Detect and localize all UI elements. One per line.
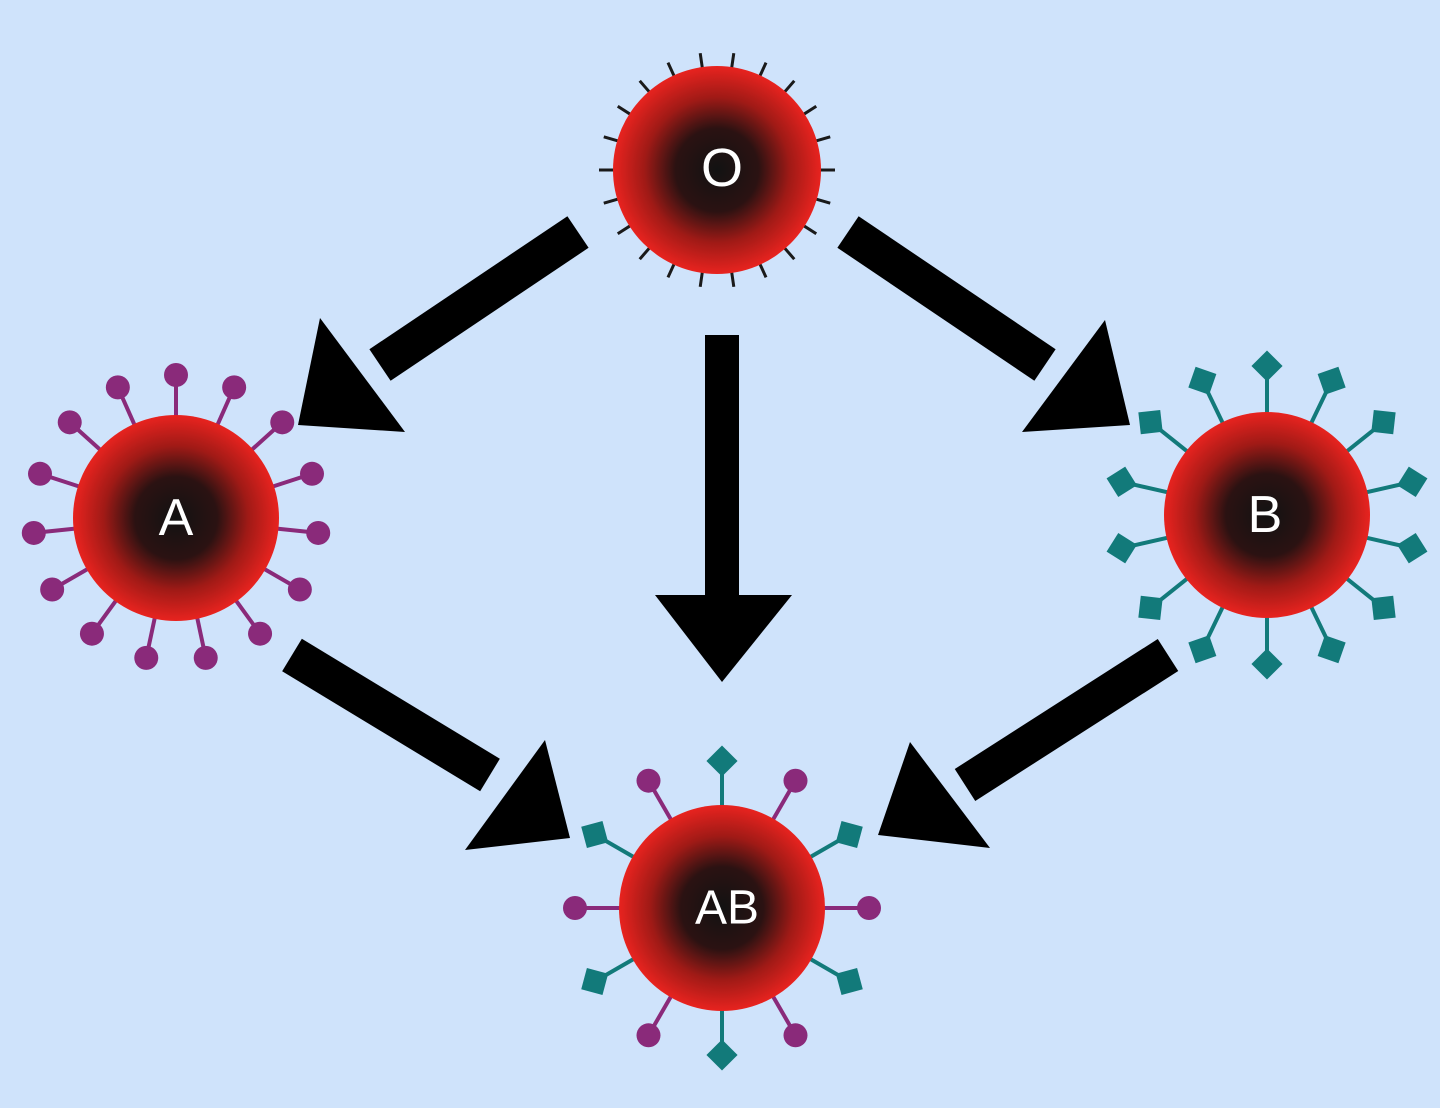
cell-label-b: B — [1248, 486, 1283, 544]
antigen-stem — [1204, 388, 1226, 427]
antigen-a-marker — [79, 621, 104, 646]
antigen-b-marker — [581, 821, 609, 848]
antigen-stem — [269, 474, 304, 490]
antigen-stem — [806, 837, 842, 861]
antigen-a-marker — [57, 410, 82, 435]
antigen-stem — [48, 474, 83, 490]
arrow-o-to-ab — [655, 335, 792, 682]
arrow-b-to-ab — [878, 638, 1179, 848]
antigen-b-marker — [1188, 366, 1217, 395]
antigen-b-marker — [835, 968, 863, 995]
antigen-b-marker — [1371, 409, 1396, 435]
antigen-a-marker — [164, 363, 188, 387]
antigen-b-marker — [1371, 595, 1396, 621]
cell-label-a: A — [159, 489, 194, 547]
antigen-group-a — [21, 363, 331, 670]
blood-cell-o: O — [599, 52, 835, 288]
blood-cell-ab: AB — [563, 745, 881, 1071]
antigen-stem — [120, 395, 138, 429]
antigen-stem — [1131, 535, 1171, 548]
antigen-a-marker — [287, 577, 312, 602]
antigen-stem — [274, 526, 309, 534]
antigen-stem — [260, 565, 293, 587]
arrow-o-to-b — [837, 216, 1130, 432]
cell-body-ab — [619, 805, 825, 1011]
cell-label-ab: AB — [695, 882, 759, 935]
antigen-stem — [769, 992, 793, 1028]
antigen-group-b — [1106, 350, 1428, 680]
antigen-b-marker — [1317, 635, 1346, 664]
antigen-b-marker — [1188, 635, 1217, 664]
antigen-a-marker — [222, 375, 247, 400]
antigen-stem — [1363, 482, 1403, 495]
antigen-stem — [602, 955, 638, 979]
antigen-stem — [1308, 388, 1330, 427]
antigen-a-marker — [270, 410, 295, 435]
antigen-a-marker — [306, 520, 331, 545]
antigen-a-marker — [300, 461, 325, 486]
antigen-b-marker — [1317, 366, 1346, 395]
antigen-a-marker — [27, 461, 52, 486]
arrow-o-to-a — [298, 216, 589, 432]
cell-body-b — [1164, 412, 1370, 618]
antigen-a-marker — [783, 768, 808, 793]
blood-cell-b: B — [1106, 350, 1428, 680]
arrow-a-to-ab — [282, 638, 570, 850]
antigen-stem — [1157, 426, 1191, 455]
antigen-stem — [43, 526, 78, 534]
cell-body-o — [613, 66, 821, 274]
antigen-stem — [1363, 535, 1403, 548]
antigen-stem — [1308, 603, 1330, 642]
antigen-a-marker — [193, 645, 218, 670]
antigen-stem — [146, 614, 158, 649]
antigen-b-marker — [581, 968, 609, 995]
antigen-stem — [1204, 603, 1226, 642]
antigen-b-marker — [1397, 466, 1428, 498]
antigen-b-marker — [1106, 532, 1137, 564]
arrows-group — [282, 216, 1179, 850]
antigen-stem — [651, 788, 675, 824]
antigen-a-marker — [105, 375, 130, 400]
antigen-stem — [232, 596, 256, 627]
antigen-a-marker — [857, 896, 881, 920]
antigen-a-marker — [21, 520, 46, 545]
antigen-b-marker — [1106, 466, 1137, 498]
cell-label-o: O — [701, 138, 743, 198]
antigen-a-marker — [636, 768, 661, 793]
antigen-stem — [1343, 575, 1377, 604]
antigen-stem — [1157, 575, 1191, 604]
antigen-stem — [194, 614, 206, 649]
antigen-stem — [769, 788, 793, 824]
antigen-b-marker — [1251, 350, 1283, 382]
antigen-stem — [75, 427, 104, 454]
antigen-stem — [806, 955, 842, 979]
antigen-stem — [59, 565, 92, 587]
antigen-b-marker — [1397, 532, 1428, 564]
antigen-a-marker — [134, 645, 159, 670]
antigen-a-marker — [248, 621, 273, 646]
antigen-stem — [602, 837, 638, 861]
antigen-stem — [214, 395, 232, 429]
antigen-a-marker — [40, 577, 65, 602]
antigen-stem — [96, 596, 120, 627]
antigen-b-marker — [1138, 595, 1163, 621]
antigen-stem — [248, 427, 277, 454]
cell-body-a — [73, 415, 279, 621]
antigen-a-marker — [783, 1023, 808, 1048]
antigen-b-marker — [835, 821, 863, 848]
antigen-stem — [1131, 482, 1171, 495]
blood-cell-a: A — [21, 363, 331, 670]
antigen-b-marker — [1138, 409, 1163, 435]
antigen-stem — [1343, 426, 1377, 455]
antigen-a-marker — [636, 1023, 661, 1048]
antigen-a-marker — [563, 896, 587, 920]
antigen-stem — [651, 992, 675, 1028]
